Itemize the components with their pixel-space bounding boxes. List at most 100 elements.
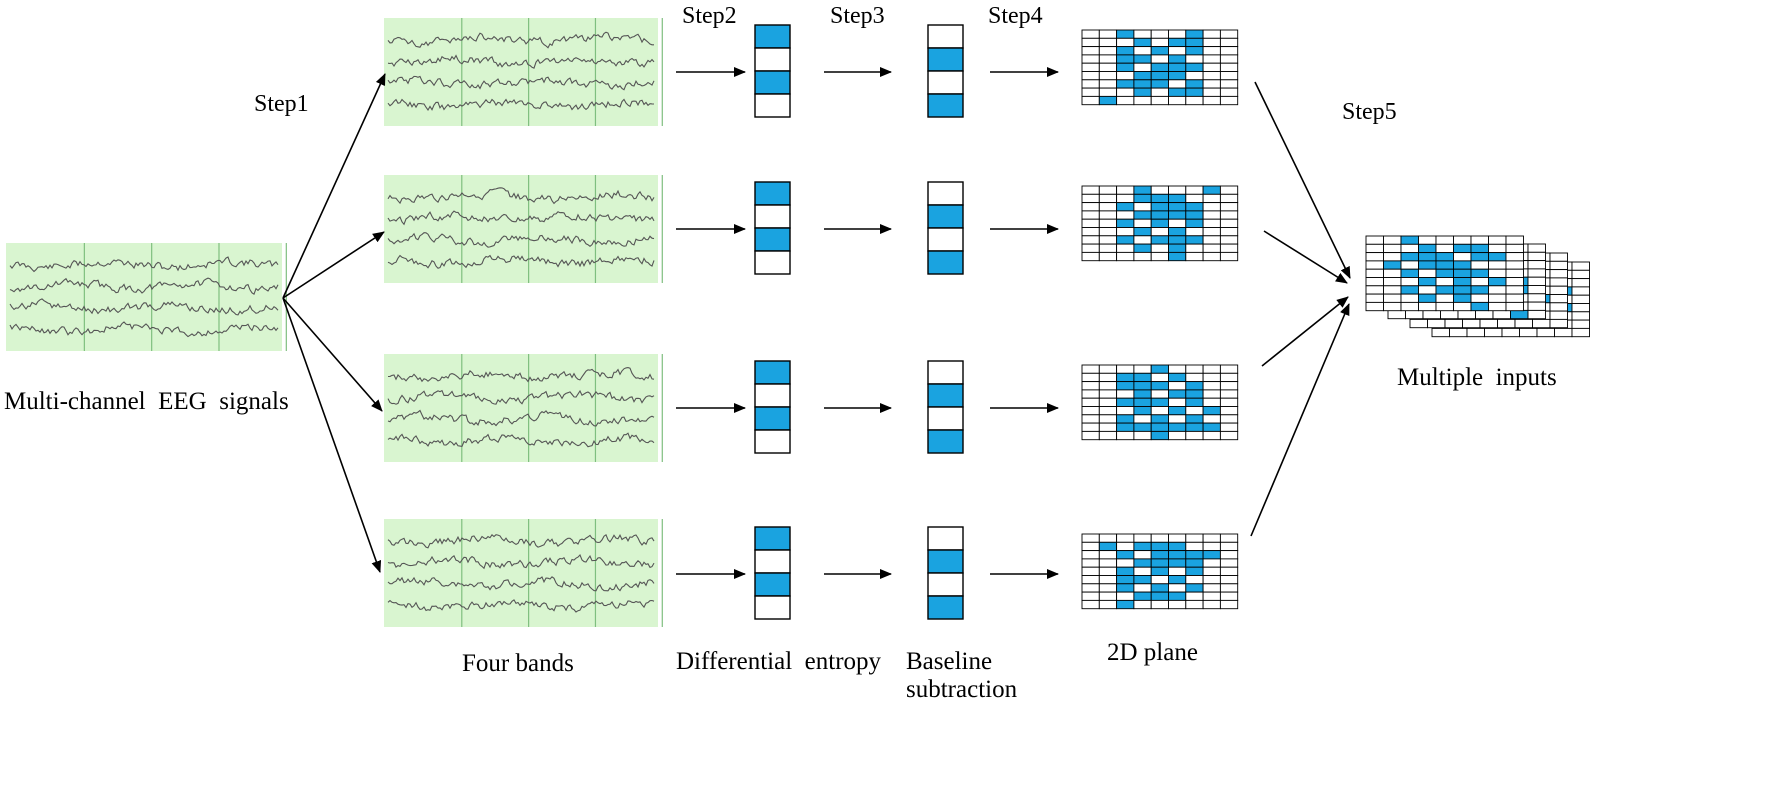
empty-cell [1488,293,1507,303]
filled-cell [1418,252,1437,262]
empty-cell [754,204,791,229]
four-bands-caption: Four bands [462,650,574,677]
step5-label: Step5 [1342,99,1397,125]
empty-cell [1571,327,1590,338]
empty-cell [1202,29,1221,39]
filled-cell [1168,37,1187,48]
signal-background [384,354,658,462]
empty-cell [754,429,791,454]
empty-cell [1202,414,1221,424]
filled-cell [754,24,791,49]
empty-cell [1098,62,1118,72]
empty-cell [1081,37,1100,48]
filled-cell [1150,193,1169,204]
empty-cell [1116,533,1135,543]
empty-cell [1098,251,1118,262]
differential-entropy-vector-4 [754,526,791,620]
filled-cell [1435,252,1454,262]
filled-cell [1133,558,1152,568]
empty-cell [1219,71,1239,81]
empty-cell [1116,71,1135,81]
empty-cell [1081,414,1100,424]
empty-cell [1098,583,1118,593]
filled-cell [1168,251,1187,262]
empty-cell [1081,566,1100,576]
empty-cell [754,595,791,620]
filled-cell [1150,422,1169,432]
filled-cell [1400,252,1419,262]
differential-entropy-vector-2 [754,181,791,275]
empty-cell [1505,235,1524,245]
filled-cell [1150,46,1169,56]
empty-cell [754,549,791,574]
empty-cell [1505,285,1524,295]
signal-background [384,519,658,627]
empty-cell [1081,397,1100,407]
empty-cell [1098,193,1118,204]
filled-cell [1133,541,1152,552]
filled-cell [1168,406,1187,416]
empty-cell [1081,599,1100,610]
empty-cell [1479,318,1498,329]
empty-cell [1081,533,1100,543]
empty-cell [1098,243,1118,253]
empty-cell [1527,285,1546,295]
empty-cell [1202,71,1221,81]
baseline-vector-4 [927,526,964,620]
multiple-inputs-stack [1365,235,1590,338]
filled-cell [1133,389,1152,399]
filled-cell [1098,541,1118,552]
empty-cell [1185,185,1204,195]
empty-cell [1185,591,1204,601]
filled-cell [1116,550,1135,560]
filled-cell [1488,252,1507,262]
filled-cell [1168,227,1187,237]
filled-cell [1150,430,1169,441]
filled-cell [1133,71,1152,81]
empty-cell [1133,599,1152,610]
empty-cell [1081,591,1100,601]
empty-cell [1150,599,1169,610]
empty-cell [1150,251,1169,262]
empty-cell [1168,95,1187,106]
empty-cell [1168,381,1187,391]
filled-cell [927,595,964,620]
filled-cell [1400,268,1419,278]
empty-cell [1168,185,1187,195]
differential-entropy-vector-3 [754,360,791,454]
empty-cell [1081,193,1100,204]
empty-cell [1365,243,1384,254]
empty-cell [1453,235,1472,245]
empty-cell [1219,29,1239,39]
empty-cell [1133,364,1152,374]
empty-cell [1405,309,1424,320]
filled-cell [1418,260,1437,270]
filled-cell [1133,397,1152,407]
filled-cell [1185,62,1204,72]
filled-cell [1453,243,1472,254]
empty-cell [1081,29,1100,39]
empty-cell [1098,227,1118,237]
empty-cell [1098,558,1118,568]
empty-cell [1219,533,1239,543]
empty-cell [1098,397,1118,407]
empty-cell [1133,95,1152,106]
filled-cell [1185,202,1204,212]
filled-cell [1116,54,1135,64]
filled-cell [1116,218,1135,228]
filled-cell [1133,210,1152,220]
step5-arrow-3 [1261,296,1349,367]
empty-cell [1081,430,1100,441]
empty-cell [1133,251,1152,262]
empty-cell [1185,541,1204,552]
step1-arrow-4 [282,297,382,573]
empty-cell [1098,54,1118,64]
empty-cell [1488,260,1507,270]
empty-cell [1081,202,1100,212]
step5-arrow-2 [1263,230,1348,284]
empty-cell [1133,29,1152,39]
filled-cell [1133,79,1152,89]
filled-cell [1453,268,1472,278]
empty-cell [1219,210,1239,220]
empty-cell [1098,422,1118,432]
